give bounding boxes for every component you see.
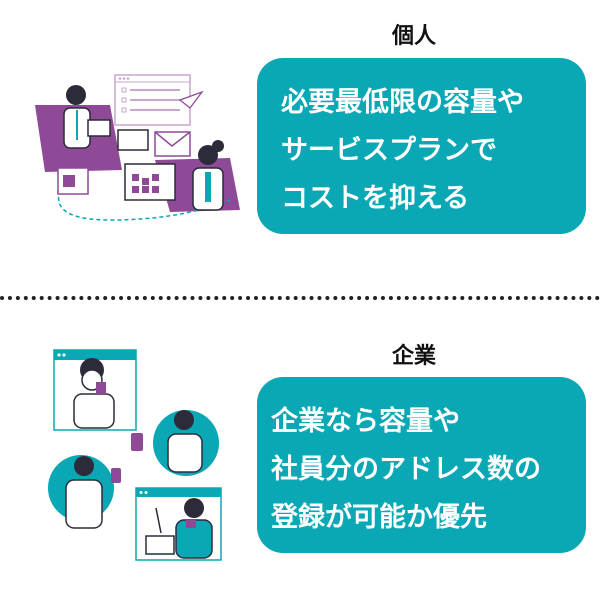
personal-card: 必要最低限の容量や サービスプランで コストを抑える <box>257 58 586 234</box>
personal-line-3: コストを抑える <box>281 183 470 214</box>
section-divider <box>0 296 600 300</box>
business-line-3: 登録が可能か優先 <box>271 502 487 533</box>
personal-line-1: 必要最低限の容量や <box>281 87 524 118</box>
personal-heading: 個人 <box>392 24 437 49</box>
business-line-1: 企業なら容量や <box>271 406 460 437</box>
business-line-2: 社員分のアドレス数の <box>271 454 541 485</box>
business-card: 企業なら容量や 社員分のアドレス数の 登録が可能か優先 <box>257 377 586 553</box>
video-call-illustration <box>48 349 222 561</box>
business-heading: 企業 <box>392 344 437 369</box>
personal-line-2: サービスプランで <box>281 135 497 166</box>
office-workers-illustration <box>35 74 240 221</box>
